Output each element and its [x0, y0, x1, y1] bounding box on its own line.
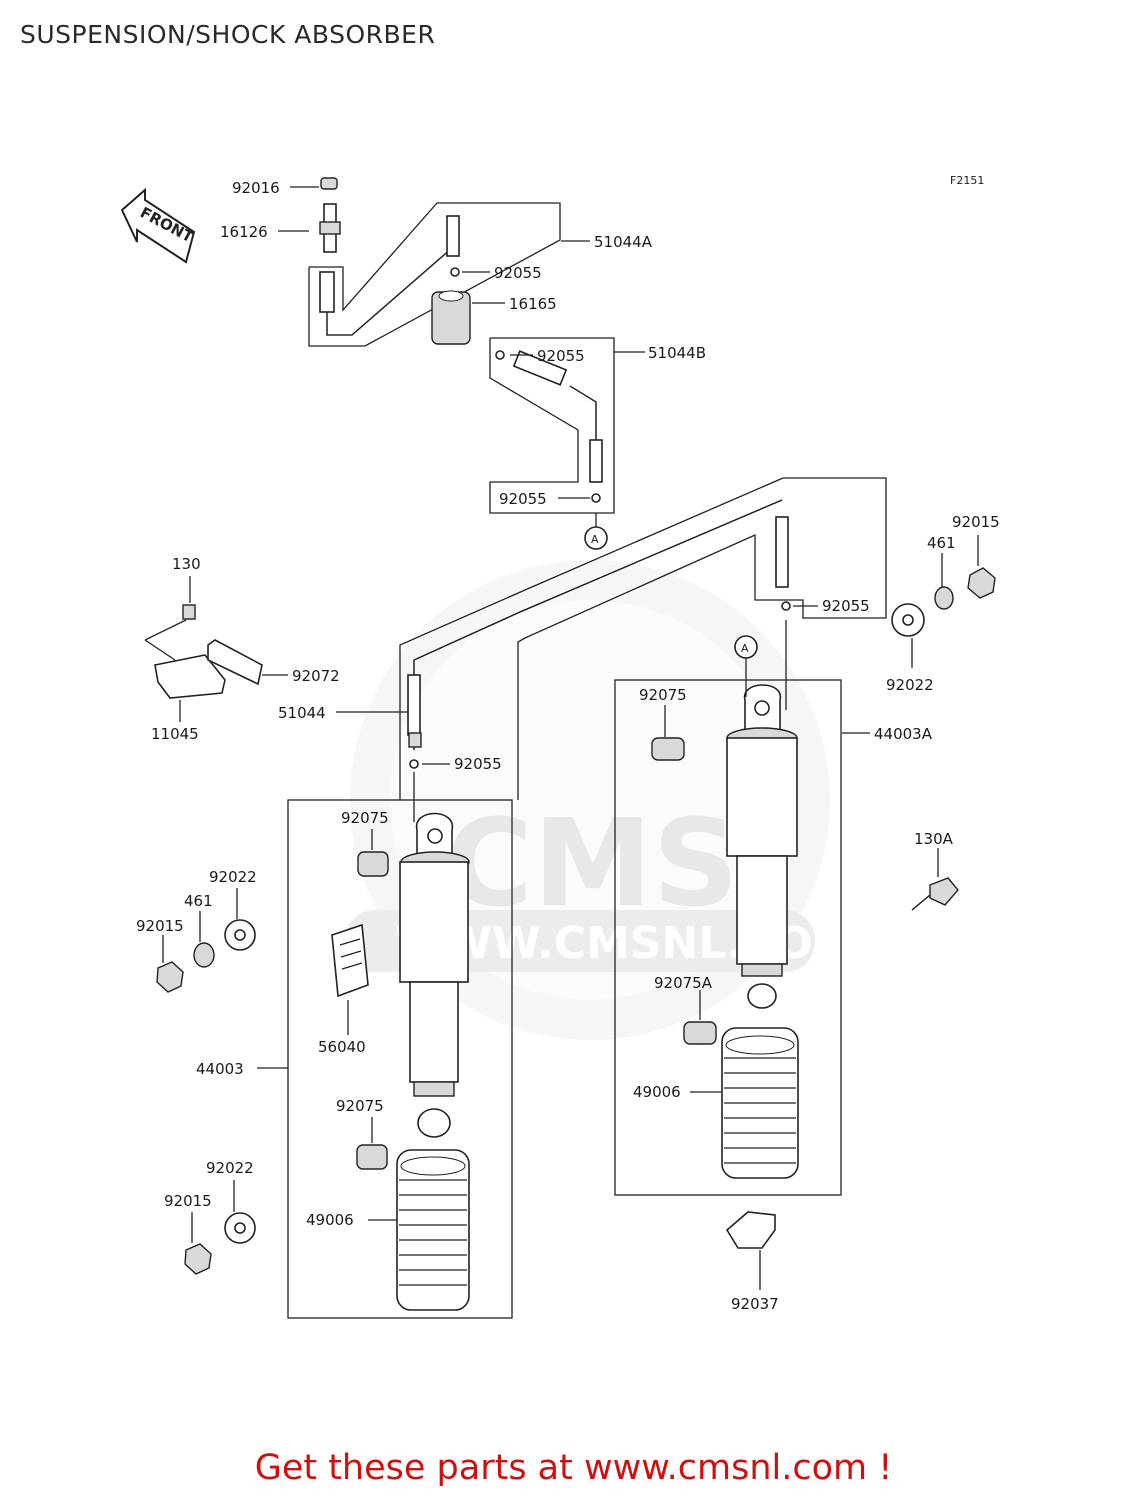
nut-92016 — [320, 177, 338, 190]
part-label-56040: 56040 — [318, 1038, 366, 1056]
bushing-92075-left-2 — [356, 1144, 388, 1170]
part-label-92015: 92015 — [164, 1192, 212, 1210]
part-label-16126: 16126 — [220, 223, 268, 241]
ref-marker-a-1: A — [591, 533, 599, 546]
parts-diagram: CMS WWW.CMSNL.COM F2151 FRONT — [120, 174, 1000, 1319]
washer-461-right — [934, 586, 954, 610]
hose-51044-group — [399, 477, 887, 800]
part-label-49006: 49006 — [633, 1083, 681, 1101]
part-label-92037: 92037 — [731, 1295, 779, 1313]
part-label-92022: 92022 — [209, 868, 257, 886]
part-label-92055: 92055 — [537, 347, 585, 365]
bracket-11045-group — [144, 604, 263, 699]
washer-461-left — [193, 942, 215, 968]
shock-44003A-group — [614, 620, 842, 1196]
part-label-130: 130 — [172, 555, 201, 573]
part-label-51044B: 51044B — [648, 344, 706, 362]
page-title: SUSPENSION/SHOCK ABSORBER — [20, 20, 436, 49]
part-label-92075: 92075 — [336, 1097, 384, 1115]
part-label-44003A: 44003A — [874, 725, 933, 743]
boot-49006-right — [721, 1027, 799, 1179]
front-arrow-icon: FRONT — [120, 187, 197, 264]
part-label-92015: 92015 — [952, 513, 1000, 531]
part-label-92075: 92075 — [639, 686, 687, 704]
nut-92015-left-2 — [184, 1243, 212, 1275]
part-label-92022: 92022 — [206, 1159, 254, 1177]
part-label-92055: 92055 — [499, 490, 547, 508]
part-label-16165: 16165 — [509, 295, 557, 313]
part-label-92055: 92055 — [494, 264, 542, 282]
part-label-92016: 92016 — [232, 179, 280, 197]
part-label-92055: 92055 — [454, 755, 502, 773]
footer-promo: Get these parts at www.cmsnl.com ! — [254, 1448, 893, 1488]
bushing-92075-left-1 — [357, 851, 389, 877]
part-label-461: 461 — [184, 892, 213, 910]
part-label-92055: 92055 — [822, 597, 870, 615]
bushing-92075-right — [651, 737, 685, 761]
part-label-92075: 92075 — [341, 809, 389, 827]
right-hardware — [891, 567, 996, 637]
bushing-92075A — [683, 1021, 717, 1045]
part-label-92022: 92022 — [886, 676, 934, 694]
part-label-92072: 92072 — [292, 667, 340, 685]
figure-code: F2151 — [950, 174, 984, 187]
ref-marker-a-2: A — [741, 642, 749, 655]
shock-44003-group — [287, 772, 513, 1319]
part-label-51044A: 51044A — [594, 233, 653, 251]
nut-92015-left-1 — [156, 961, 184, 993]
bolt-130A — [911, 877, 959, 911]
part-label-461: 461 — [927, 534, 956, 552]
strap-92072 — [207, 639, 263, 686]
nut-92015-right — [967, 567, 996, 599]
hose-51044B-group — [489, 337, 615, 514]
part-label-51044: 51044 — [278, 704, 326, 722]
part-label-92075A: 92075A — [654, 974, 713, 992]
left-hardware-1 — [156, 919, 256, 993]
left-hardware-2 — [184, 1212, 256, 1275]
part-label-49006: 49006 — [306, 1211, 354, 1229]
screw-130 — [182, 604, 196, 620]
boot-49006-left — [396, 1149, 470, 1311]
hose-51044A-group — [308, 177, 561, 347]
label-56040 — [331, 923, 369, 998]
part-label-11045: 11045 — [151, 725, 199, 743]
part-label-92015: 92015 — [136, 917, 184, 935]
clip-92037 — [725, 1211, 776, 1249]
part-label-44003: 44003 — [196, 1060, 244, 1078]
part-label-130A: 130A — [914, 830, 954, 848]
